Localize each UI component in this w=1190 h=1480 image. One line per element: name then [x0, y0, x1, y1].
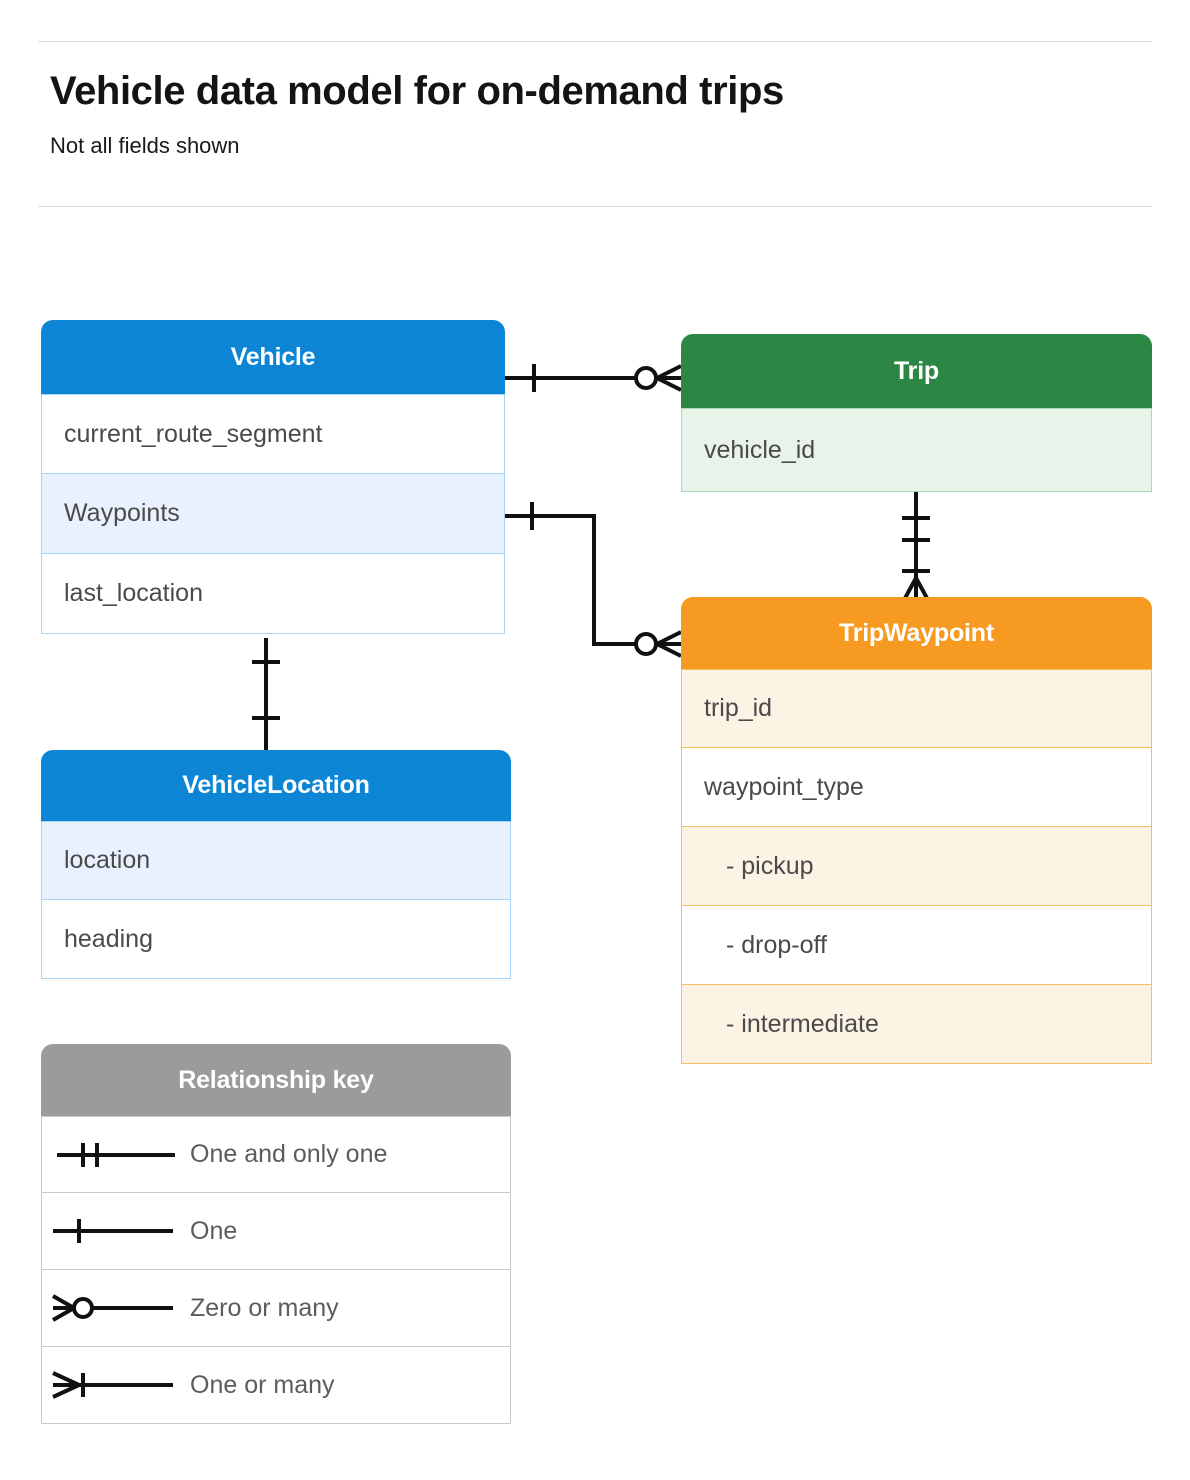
field-label: last_location: [64, 579, 203, 607]
field-label: - drop-off: [726, 930, 827, 959]
page-subtitle: Not all fields shown: [50, 133, 240, 158]
field-label: Waypoints: [64, 499, 180, 527]
zero-or-many-icon: [42, 1288, 190, 1328]
header-divider-top: [38, 41, 1152, 42]
field-heading[interactable]: heading: [41, 900, 511, 979]
one-icon: [42, 1211, 190, 1251]
field-label: - pickup: [726, 851, 814, 880]
enum-pickup[interactable]: - pickup: [681, 827, 1152, 906]
entity-trip-title: Trip: [681, 334, 1152, 408]
legend-relationship-key[interactable]: Relationship key One and only one: [41, 1044, 511, 1424]
one-or-many-icon: [42, 1365, 190, 1405]
entity-vehicle-title: Vehicle: [41, 320, 505, 394]
field-current-route-segment[interactable]: current_route_segment: [41, 394, 505, 474]
entity-trip[interactable]: Trip vehicle_id: [681, 334, 1152, 492]
legend-item-zero-or-many[interactable]: Zero or many: [41, 1270, 511, 1347]
field-vehicle-id[interactable]: vehicle_id: [681, 408, 1152, 492]
entity-tripwaypoint-title: TripWaypoint: [681, 597, 1152, 669]
enum-intermediate[interactable]: - intermediate: [681, 985, 1152, 1064]
legend-item-label: One and only one: [190, 1140, 388, 1168]
header-divider-bottom: [38, 206, 1152, 207]
field-last-location[interactable]: last_location: [41, 554, 505, 634]
field-label: trip_id: [704, 694, 773, 722]
entity-tripwaypoint[interactable]: TripWaypoint trip_id waypoint_type - pic…: [681, 597, 1152, 1064]
field-trip-id[interactable]: trip_id: [681, 669, 1152, 748]
legend-item-one-and-only-one[interactable]: One and only one: [41, 1116, 511, 1193]
field-label: waypoint_type: [704, 772, 864, 801]
one-and-only-one-icon: [42, 1135, 190, 1175]
field-waypoint-type[interactable]: waypoint_type: [681, 748, 1152, 827]
wire-waypoints-tripwaypoint: [505, 514, 681, 646]
legend-item-label: One or many: [190, 1370, 335, 1399]
enum-drop-off[interactable]: - drop-off: [681, 906, 1152, 985]
field-label: vehicle_id: [704, 435, 816, 464]
field-label: heading: [64, 924, 153, 953]
page-title: Vehicle data model for on-demand trips: [50, 69, 784, 113]
legend-title: Relationship key: [41, 1044, 511, 1116]
legend-item-one[interactable]: One: [41, 1193, 511, 1270]
field-label: current_route_segment: [64, 419, 323, 448]
legend-item-label: One: [190, 1216, 238, 1245]
field-location[interactable]: location: [41, 821, 511, 900]
field-label: - intermediate: [726, 1009, 879, 1038]
entity-vehiclelocation[interactable]: VehicleLocation location heading: [41, 750, 511, 979]
field-label: location: [64, 846, 151, 874]
field-waypoints[interactable]: Waypoints: [41, 474, 505, 554]
legend-item-one-or-many[interactable]: One or many: [41, 1347, 511, 1424]
entity-vehiclelocation-title: VehicleLocation: [41, 750, 511, 821]
legend-item-label: Zero or many: [190, 1293, 339, 1322]
entity-vehicle[interactable]: Vehicle current_route_segment Waypoints …: [41, 320, 505, 634]
